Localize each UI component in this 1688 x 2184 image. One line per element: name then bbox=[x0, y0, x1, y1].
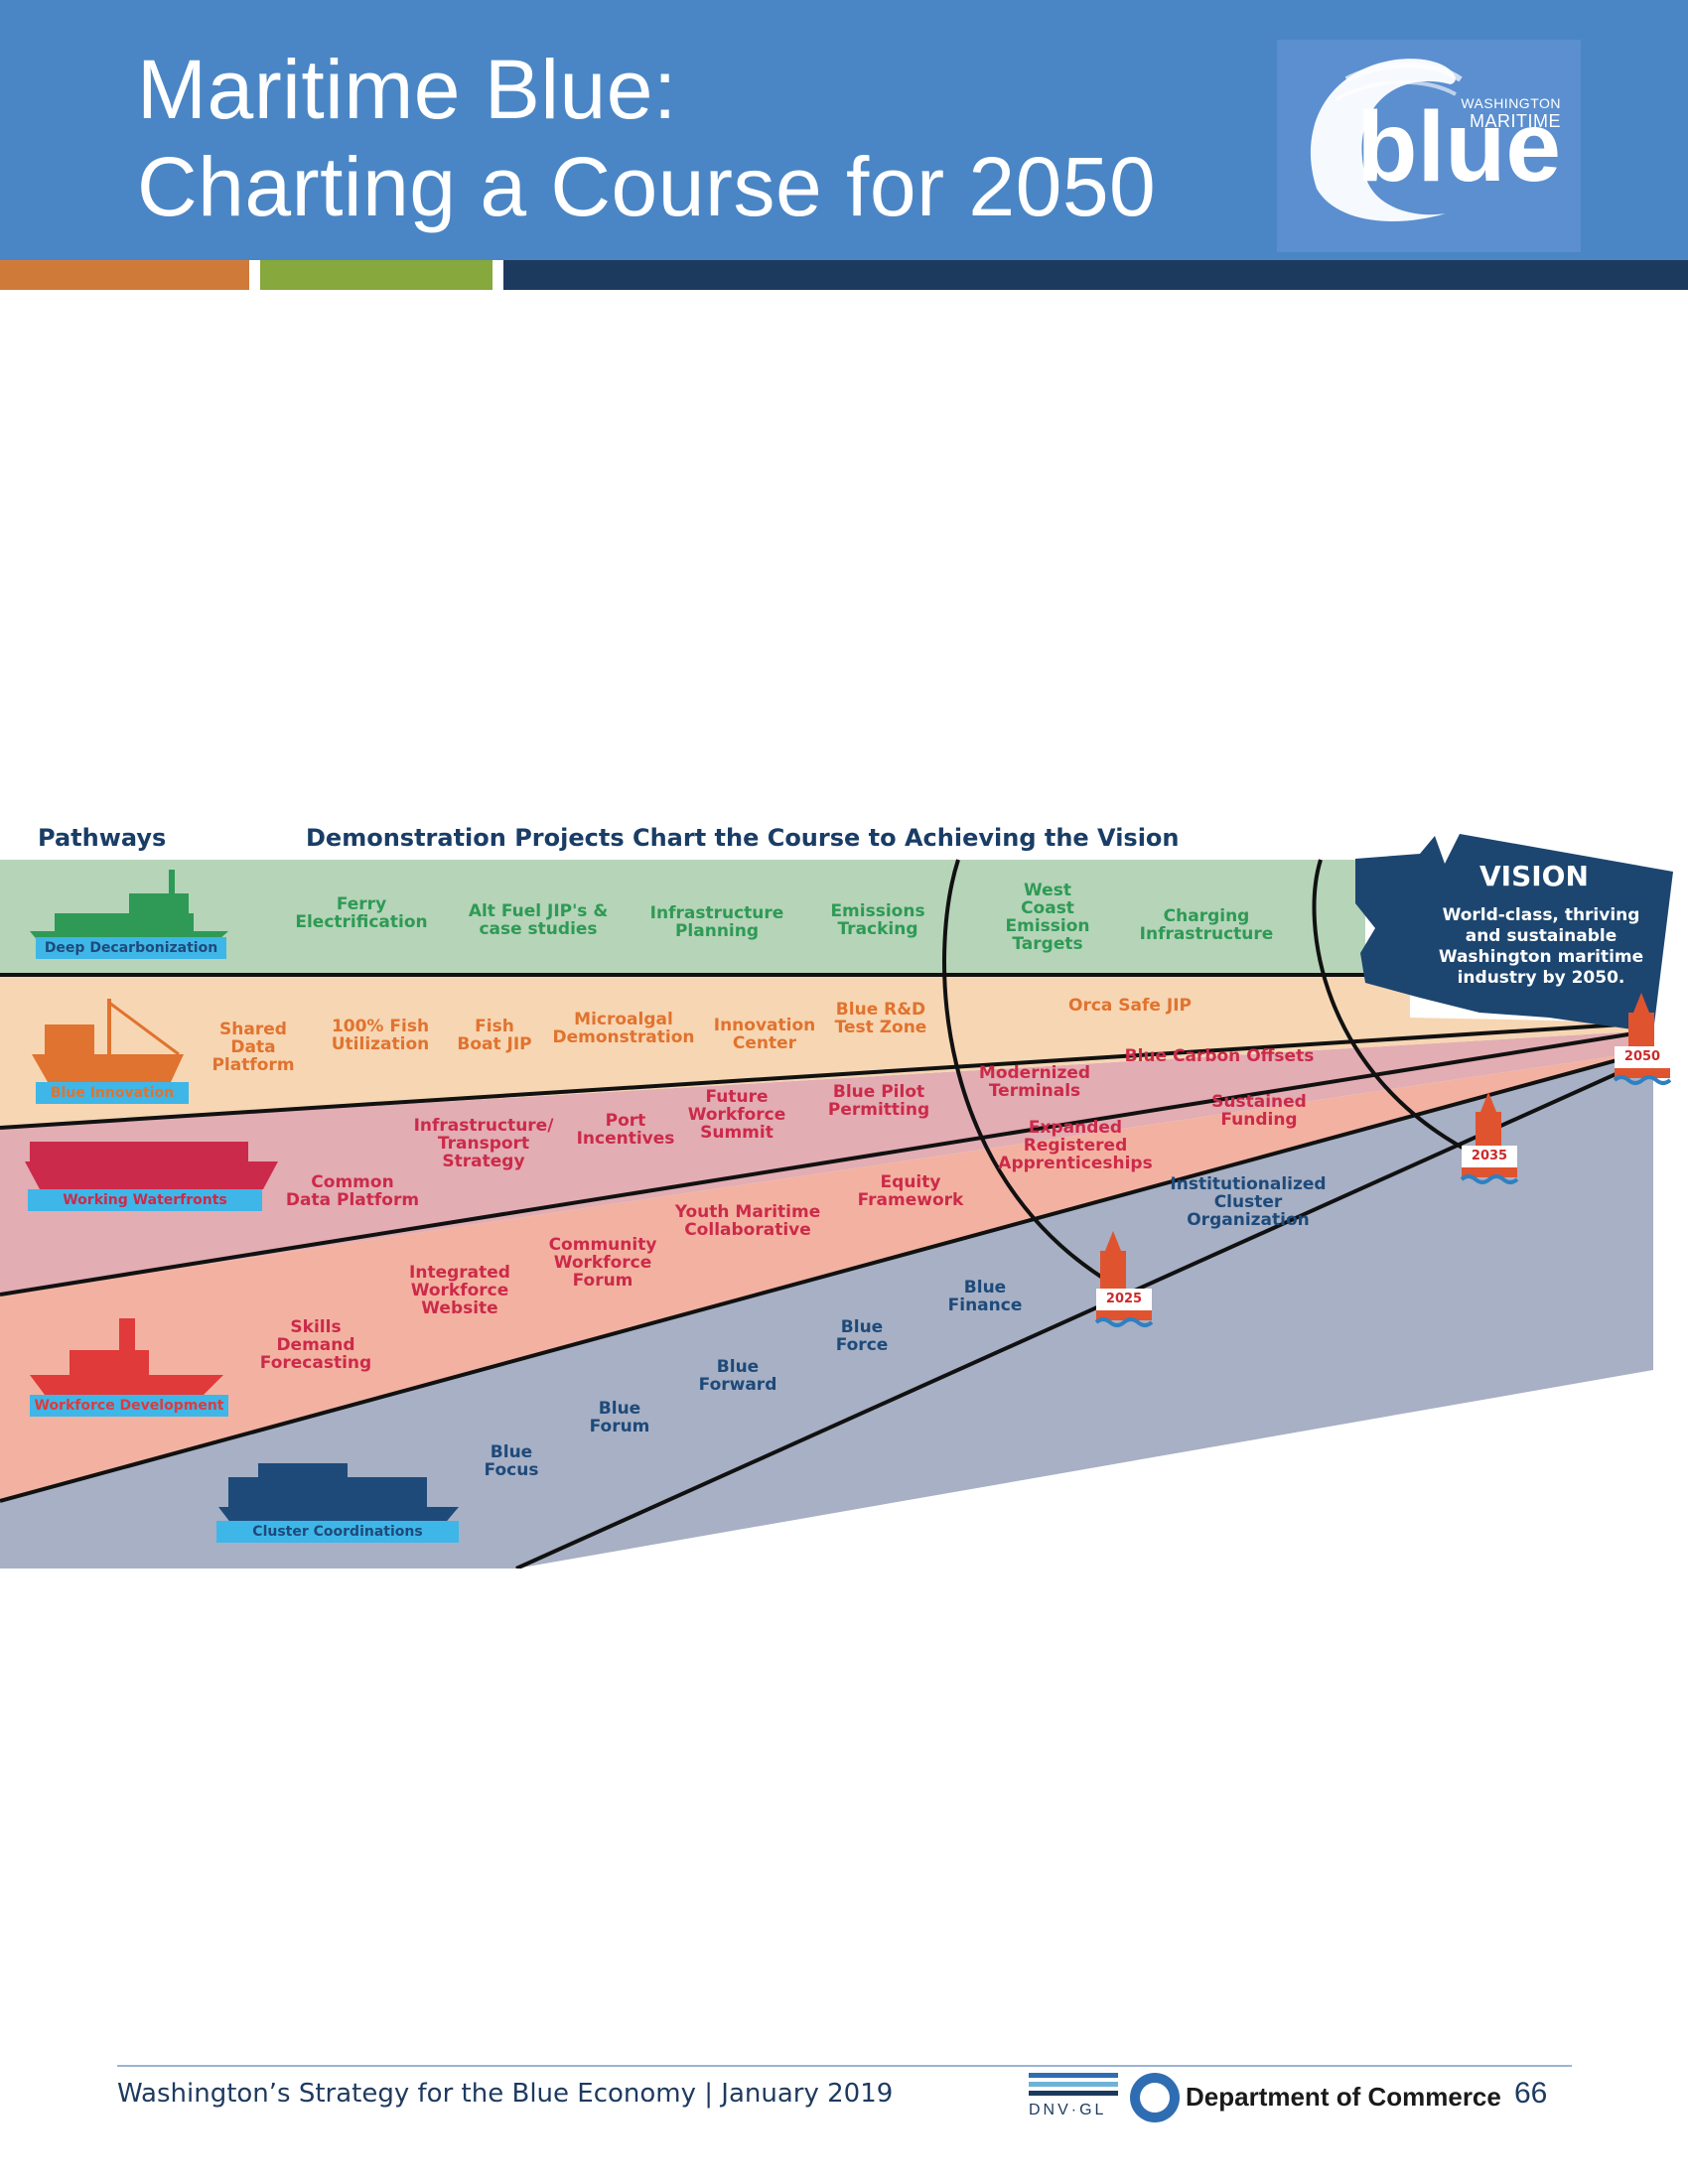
project-label: Sustained Funding bbox=[1211, 1092, 1307, 1130]
project-label: Skills Demand Forecasting bbox=[259, 1317, 372, 1373]
page-header: Maritime Blue: Charting a Course for 205… bbox=[0, 0, 1688, 260]
project-label: 100% Fish Utilization bbox=[331, 1017, 430, 1054]
project-label: Blue Forum bbox=[589, 1399, 650, 1436]
projects-heading: Demonstration Projects Chart the Course … bbox=[306, 824, 1180, 852]
vision-text: World-class, thriving and sustainable Wa… bbox=[1438, 905, 1644, 988]
logo-maritime-text: MARITIME bbox=[1470, 111, 1561, 131]
project-label: Equity Framework bbox=[857, 1172, 964, 1210]
milestone-2050-label: 2050 bbox=[1623, 1049, 1661, 1064]
pathways-diagram: Pathways Demonstration Projects Chart th… bbox=[0, 814, 1688, 1569]
dnv-gl-text: DNV·GL bbox=[1029, 2102, 1107, 2118]
fishing-boat-icon bbox=[32, 999, 184, 1082]
project-label: Alt Fuel JIP's & case studies bbox=[468, 901, 609, 939]
milestone-2035-label: 2035 bbox=[1471, 1149, 1508, 1163]
project-label: Institutionalized Cluster Organization bbox=[1170, 1174, 1327, 1230]
buoy-2035-icon bbox=[1460, 1092, 1519, 1184]
project-label: Orca Safe JIP bbox=[1068, 996, 1192, 1016]
pathway-tag-deep: Deep Decarbonization bbox=[36, 937, 226, 959]
project-label: Blue Forward bbox=[698, 1357, 777, 1395]
pathway-tag-cluster: Cluster Coordinations bbox=[216, 1521, 459, 1543]
project-label: Ferry Electrification bbox=[295, 894, 428, 932]
project-label: Infrastructure Planning bbox=[649, 903, 784, 941]
accent-bar-navy bbox=[503, 260, 1688, 290]
project-label: West Coast Emission Targets bbox=[1005, 881, 1090, 954]
project-label: Expanded Registered Apprenticeships bbox=[998, 1118, 1153, 1173]
vision-title: VISION bbox=[1479, 860, 1589, 892]
department-of-commerce-text: Department of Commerce bbox=[1186, 2082, 1501, 2112]
project-label: Fish Boat JIP bbox=[457, 1017, 532, 1054]
washington-state-seal-icon bbox=[1130, 2073, 1180, 2122]
project-label: Blue Focus bbox=[484, 1442, 539, 1480]
footer-divider bbox=[117, 2065, 1572, 2067]
project-label: Emissions Tracking bbox=[830, 901, 925, 939]
tugboat-icon bbox=[30, 1318, 223, 1395]
project-label: Youth Maritime Collaborative bbox=[674, 1202, 821, 1240]
project-label: Microalgal Demonstration bbox=[552, 1010, 695, 1047]
logo-washington-text: WASHINGTON bbox=[1461, 95, 1561, 111]
logo-blue-text: blue bbox=[1356, 91, 1561, 203]
container-ship-icon bbox=[25, 1142, 278, 1189]
project-label: Blue Finance bbox=[947, 1278, 1023, 1315]
accent-bar-orange bbox=[0, 260, 249, 290]
page-number: 66 bbox=[1514, 2077, 1548, 2110]
washington-state-shape bbox=[1355, 834, 1673, 1032]
project-label: Integrated Workforce Website bbox=[409, 1263, 510, 1318]
buoy-2050-icon bbox=[1613, 993, 1672, 1085]
footer-document-title: Washington’s Strategy for the Blue Econo… bbox=[117, 2079, 894, 2109]
pathways-diagram-graphic bbox=[0, 834, 1673, 1569]
project-label: Blue R&D Test Zone bbox=[834, 1000, 927, 1037]
band-innovation bbox=[0, 975, 1653, 1128]
page-title-line1: Maritime Blue: bbox=[137, 43, 677, 136]
pathways-heading: Pathways bbox=[38, 824, 167, 852]
milestone-2025-label: 2025 bbox=[1105, 1292, 1143, 1306]
project-label: Blue Pilot Permitting bbox=[827, 1082, 930, 1120]
page-title-line2: Charting a Course for 2050 bbox=[137, 140, 1157, 233]
pathway-tag-waterfronts: Working Waterfronts bbox=[28, 1189, 262, 1211]
pathway-tag-innovation: Blue Innovation bbox=[36, 1082, 189, 1104]
band-deep bbox=[0, 860, 1365, 975]
pathway-tag-workforce: Workforce Development bbox=[30, 1395, 228, 1417]
project-label: Blue Force bbox=[835, 1317, 889, 1355]
project-label: Future Workforce Summit bbox=[687, 1087, 786, 1143]
accent-bar-green bbox=[260, 260, 492, 290]
project-label: Community Workforce Forum bbox=[548, 1235, 657, 1291]
dnv-gl-logo: DNV·GL bbox=[1029, 2073, 1118, 2119]
buoy-2025-icon bbox=[1094, 1231, 1154, 1327]
project-label: Blue Carbon Offsets bbox=[1124, 1046, 1315, 1066]
project-label: Charging Infrastructure bbox=[1139, 906, 1274, 944]
project-label: Shared Data Platform bbox=[211, 1020, 295, 1075]
project-label: Infrastructure/ Transport Strategy bbox=[413, 1116, 554, 1171]
wave-swoosh-icon bbox=[1310, 59, 1463, 221]
band-cluster bbox=[0, 1050, 1653, 1569]
project-label: Common Data Platform bbox=[285, 1172, 420, 1210]
project-label: Innovation Center bbox=[713, 1016, 816, 1053]
project-label: Port Incentives bbox=[576, 1111, 675, 1149]
maritime-blue-logo: WASHINGTON MARITIME blue bbox=[1277, 40, 1581, 252]
project-label: Modernized Terminals bbox=[978, 1063, 1091, 1101]
